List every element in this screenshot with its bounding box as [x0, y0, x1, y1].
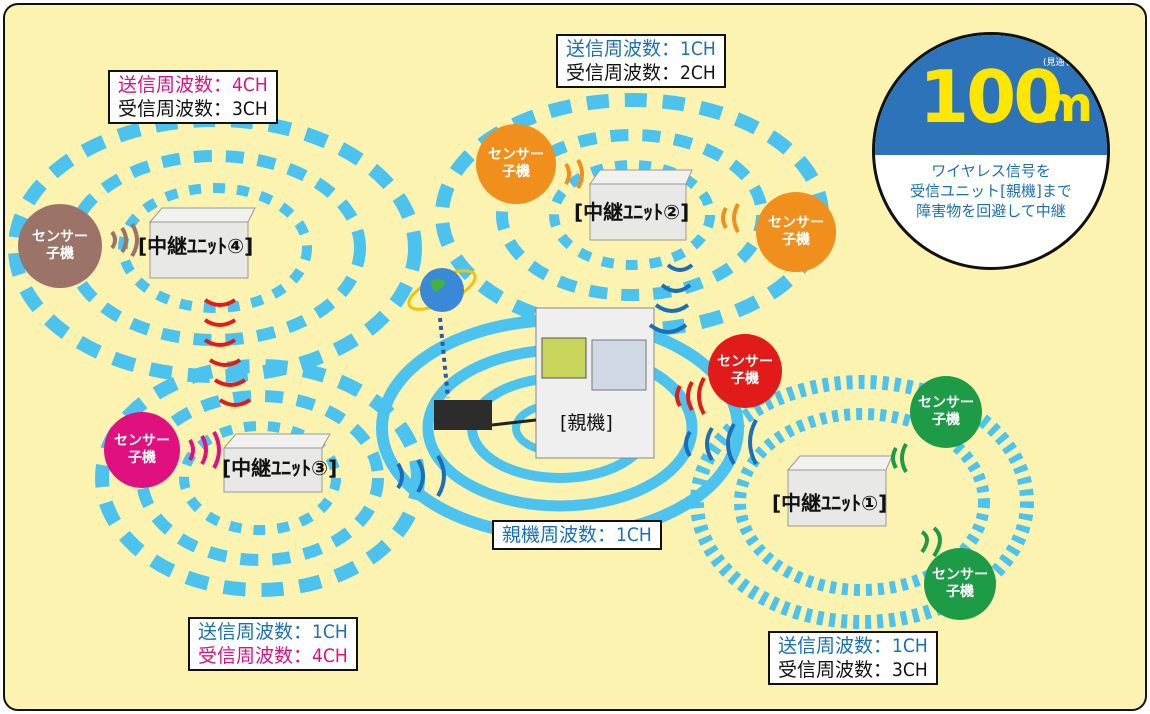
relay-unit-4-box	[148, 207, 256, 279]
receive-frequency: 受信周波数：3CH	[778, 659, 928, 681]
badge-description: ワイヤレス信号を 受信ユニット[親機]まで 障害物を回避して中継	[875, 161, 1107, 221]
sensor-sublabel: 子機	[731, 371, 759, 387]
badge-line: 障害物を回避して中継	[916, 202, 1066, 220]
sensor-unit-red: センサー子機	[708, 334, 782, 408]
radio-waves-red	[203, 298, 252, 407]
radio-waves-brown	[110, 222, 139, 258]
send-frequency: 送信周波数：1CH	[566, 38, 716, 60]
sensor-unit-green-1: センサー子機	[910, 376, 982, 448]
sensor-sublabel: 子機	[128, 450, 156, 466]
badge-header: 100 m (見通し距離)	[875, 35, 1107, 155]
range-badge: 100 m (見通し距離) ワイヤレス信号を 受信ユニット[親機]まで 障害物を…	[872, 32, 1110, 270]
relay-unit-1-box	[786, 455, 893, 527]
internet-link	[438, 317, 450, 399]
radio-waves-blue	[396, 263, 758, 498]
badge-line: 受信ユニット[親機]まで	[910, 182, 1072, 200]
sensor-label: センサー	[717, 354, 773, 370]
parent-unit-panel	[535, 307, 655, 459]
sensor-sublabel: 子機	[932, 412, 960, 428]
receive-frequency: 受信周波数：4CH	[198, 645, 348, 667]
gateway-device	[434, 400, 492, 430]
parent-frequency-label: 親機周波数：1CH	[492, 520, 662, 550]
sensor-label: センサー	[114, 433, 170, 449]
sensor-unit-pink: センサー子機	[104, 412, 180, 488]
sensor-sublabel: 子機	[46, 246, 74, 262]
relay-3-frequency-label: 送信周波数：1CH 受信周波数：4CH	[188, 617, 358, 671]
sensor-unit-orange-2: センサー子機	[756, 192, 836, 272]
relay-2-frequency-label: 送信周波数：1CH 受信周波数：2CH	[556, 34, 726, 88]
range-value: 100	[919, 55, 1063, 139]
sensor-label: センサー	[918, 395, 974, 411]
sensor-sublabel: 子機	[502, 164, 530, 180]
relay-unit-2-label: [中継ﾕﾆｯﾄ②]	[574, 200, 690, 224]
sensor-sublabel: 子機	[946, 584, 974, 600]
relay-3-rings	[95, 359, 425, 597]
sensor-unit-orange-1: センサー子機	[476, 124, 556, 204]
send-frequency: 送信周波数：4CH	[118, 74, 268, 96]
relay-unit-3-box	[222, 433, 331, 493]
sensor-label: センサー	[932, 567, 988, 583]
relay-1-rings	[690, 375, 1034, 629]
badge-line: ワイヤレス信号を	[931, 162, 1051, 180]
radio-waves-sensor-red	[675, 377, 706, 415]
relay-1-frequency-label: 送信周波数：1CH 受信周波数：3CH	[768, 631, 938, 685]
relay-unit-3-label: [中継ﾕﾆｯﾄ③]	[222, 456, 338, 480]
send-frequency: 送信周波数：1CH	[778, 635, 928, 657]
gateway-cable	[491, 418, 537, 427]
sensor-label: センサー	[32, 229, 88, 245]
receive-frequency: 受信周波数：3CH	[118, 98, 268, 120]
range-note: (見通し距離)	[1043, 58, 1096, 68]
relay-unit-1-label: [中継ﾕﾆｯﾄ①]	[772, 491, 888, 515]
sensor-label: センサー	[488, 147, 544, 163]
relay-4-frequency-label: 送信周波数：4CH 受信周波数：3CH	[108, 70, 278, 124]
send-frequency: 送信周波数：1CH	[198, 621, 348, 643]
relay-unit-4-label: [中継ﾕﾆｯﾄ④]	[138, 234, 254, 258]
radio-waves-green	[891, 443, 942, 558]
sensor-unit-brown: センサー子機	[18, 204, 102, 288]
range-unit: m	[1043, 77, 1094, 133]
relay-unit-2-box	[589, 169, 693, 241]
parent-unit-label: [親機]	[560, 412, 613, 434]
globe-icon	[407, 268, 477, 312]
sensor-sublabel: 子機	[782, 232, 810, 248]
sensor-label: センサー	[768, 215, 824, 231]
receive-frequency: 受信周波数：2CH	[566, 62, 716, 84]
radio-waves-pink	[188, 431, 221, 469]
sensor-unit-green-2: センサー子機	[924, 548, 996, 620]
radio-waves-orange	[564, 159, 740, 233]
